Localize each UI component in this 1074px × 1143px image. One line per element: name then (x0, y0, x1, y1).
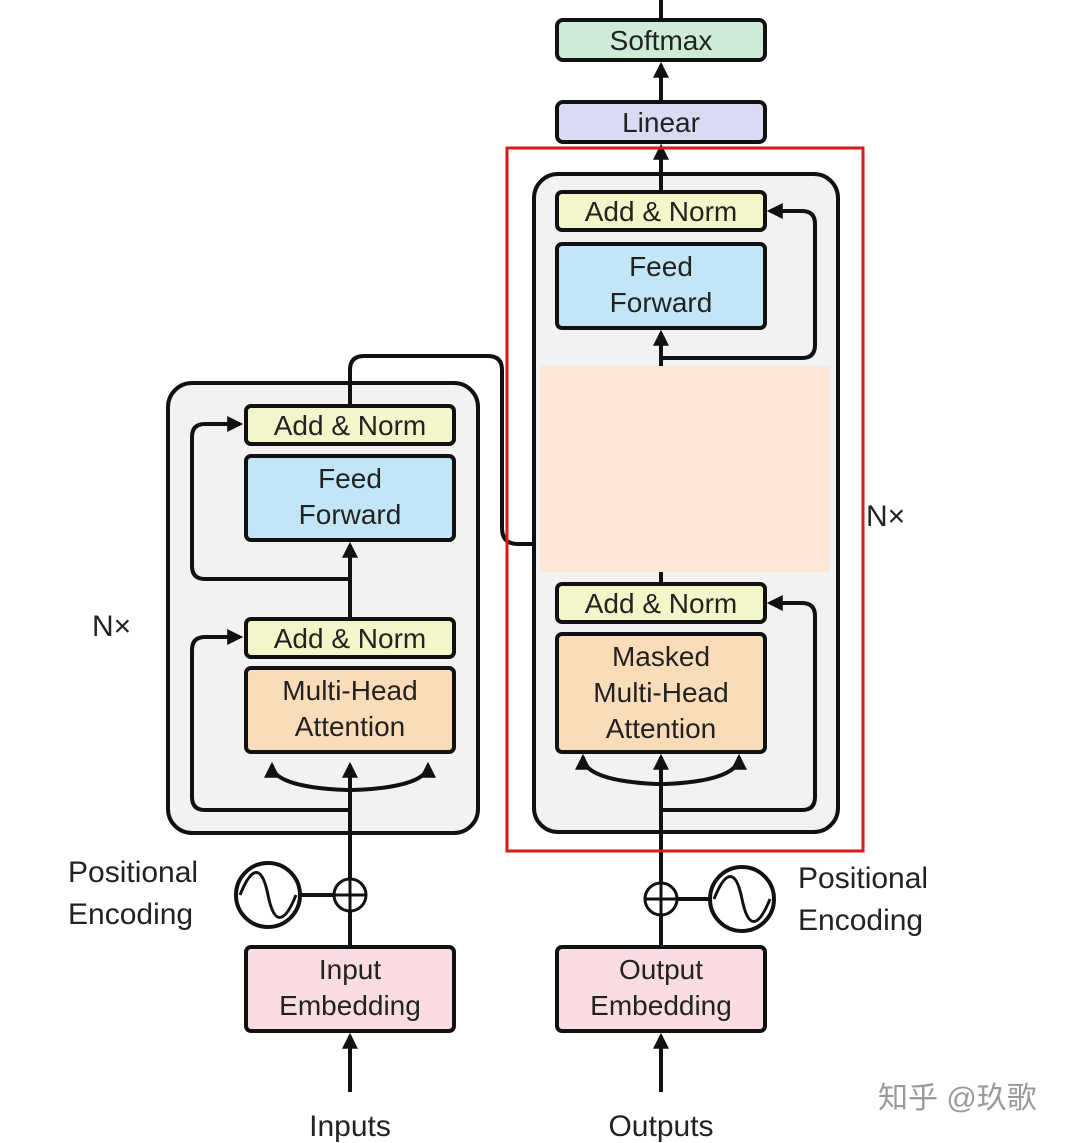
encoder-add-norm-top-label: Add & Norm (274, 410, 427, 441)
input-embedding-block (244, 945, 456, 1033)
watermark: 知乎 @玖歌 (878, 1082, 1037, 1115)
inputs-label: Inputs (309, 1110, 391, 1143)
softmax-label: Softmax (610, 25, 713, 56)
encoder-attention-line1: Multi-Head (282, 675, 417, 706)
input-embedding-line1: Input (319, 954, 381, 985)
encoder: Multi-Head Attention Add & Norm Feed For… (68, 354, 540, 1143)
output-embedding-line2: Embedding (590, 990, 732, 1021)
decoder-repeat-label: N× (866, 500, 905, 533)
output-embedding-block (555, 945, 767, 1033)
encoder-positional-line2: Encoding (68, 898, 193, 931)
decoder-highlight-box (505, 146, 865, 853)
cross-attention-masked-region (540, 366, 830, 572)
encoder-ff-line2: Forward (299, 499, 402, 530)
decoder-feed-forward (555, 242, 767, 330)
encoder-ff-line1: Feed (318, 463, 382, 494)
encoder-add-norm-bottom-label: Add & Norm (274, 623, 427, 654)
decoder-ff-line1: Feed (629, 251, 693, 282)
masked-line2: Multi-Head (593, 677, 728, 708)
encoder-repeat-label: N× (92, 610, 131, 643)
decoder: Softmax Linear Add & Norm Feed Forward A… (532, 0, 928, 1143)
outputs-label: Outputs (608, 1110, 713, 1143)
decoder-ff-line2: Forward (610, 287, 713, 318)
linear-label: Linear (622, 107, 700, 138)
decoder-add-norm-bottom (555, 582, 767, 624)
encoder-attention-block (244, 666, 456, 754)
linear-block (555, 100, 767, 144)
softmax-block (555, 18, 767, 62)
encoder-attention-line2: Attention (295, 711, 406, 742)
decoder-positional-line1: Positional (798, 862, 928, 895)
decoder-positional-line2: Encoding (798, 904, 923, 937)
decoder-masked-attention (555, 632, 767, 754)
decoder-add-norm-bottom-label: Add & Norm (585, 588, 738, 619)
output-embedding-line1: Output (619, 954, 703, 985)
decoder-add-norm-top (555, 190, 767, 232)
encoder-block (166, 381, 480, 835)
encoder-positional-line1: Positional (68, 856, 198, 889)
input-embedding-line2: Embedding (279, 990, 421, 1021)
encoder-feed-forward (244, 454, 456, 542)
decoder-add-norm-top-label: Add & Norm (585, 196, 738, 227)
masked-line1: Masked (612, 641, 710, 672)
masked-line3: Attention (606, 713, 717, 744)
